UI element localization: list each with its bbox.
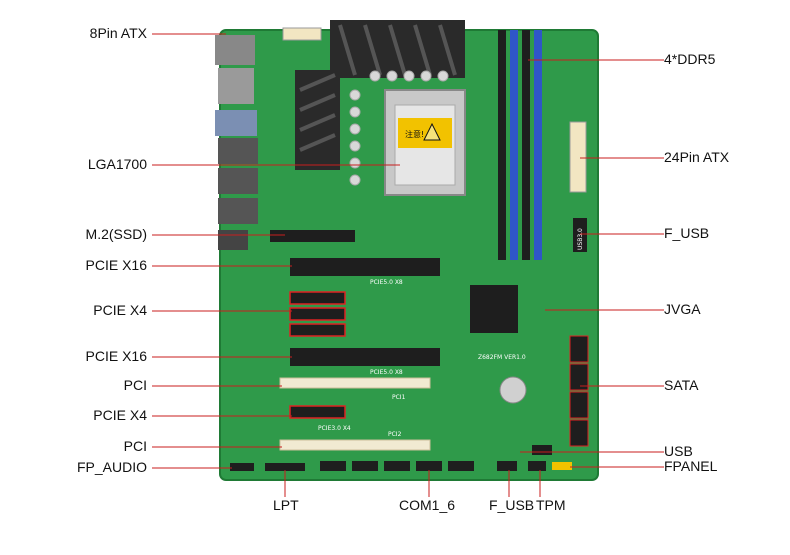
label-tpm: TPM (536, 497, 566, 513)
usb-header-silkscreen: USB3.0 (577, 228, 584, 250)
cmos-battery (499, 376, 527, 404)
label-f-usb-bottom: F_USB (489, 497, 535, 513)
label-fp-audio: FP_AUDIO (76, 459, 147, 475)
m2-slot (270, 230, 355, 242)
label-lpt: LPT (273, 497, 299, 513)
label-sata: SATA (664, 377, 699, 393)
label-lga1700: LGA1700 (87, 156, 147, 172)
slot2-silkscreen: PCIE5.0 X8 (370, 369, 403, 376)
pcie-x16-slot-second: PCIE5.0 X8 Z682FM VER1.0 (290, 348, 526, 376)
label-4-ddr5: 4*DDR5 (664, 51, 716, 67)
label-pcie-x16-top: PCIE X16 (85, 257, 147, 273)
pci-slot-2: PCI2 (279, 431, 431, 451)
board-name-silkscreen: Z682FM VER1.0 (478, 354, 526, 361)
label-m2-ssd: M.2(SSD) (85, 226, 147, 242)
dimm-slots (498, 30, 542, 260)
pcie-x4-slot-mid (289, 291, 346, 337)
pcie-x16-slot-top: PCIE5.0 X8 (290, 258, 440, 286)
motherboard: 注意! USB3.0 PCIE5.0 X8 (215, 20, 599, 481)
pcie-x4-slot-lower: PCIE3.0 X4 (289, 405, 351, 432)
bottom-headers (230, 445, 572, 471)
cpu-socket: 注意! (384, 89, 466, 196)
slot3-silkscreen: PCIE3.0 X4 (318, 425, 351, 432)
24pin-atx-connector (569, 121, 587, 193)
pci-slot-1: PCI1 (279, 377, 431, 401)
slot1-silkscreen: PCIE5.0 X8 (370, 279, 403, 286)
label-com1-6: COM1_6 (399, 497, 456, 513)
label-24pin-atx: 24Pin ATX (664, 149, 730, 165)
label-jvga: JVGA (664, 301, 701, 317)
pci2-silkscreen: PCI2 (388, 431, 402, 438)
chipset-heatsink (470, 285, 518, 333)
label-f-usb-right: F_USB (664, 225, 710, 241)
label-usb: USB (664, 443, 693, 459)
label-pci-1: PCI (123, 377, 147, 393)
cpu-warning-label: 注意! (405, 129, 424, 139)
label-pcie-x4-mid: PCIE X4 (93, 302, 147, 318)
pci1-silkscreen: PCI1 (392, 394, 406, 401)
label-pcie-x16-second: PCIE X16 (85, 348, 147, 364)
label-pcie-x4-lower: PCIE X4 (93, 407, 147, 423)
label-8pin-atx: 8Pin ATX (89, 25, 147, 41)
label-fpanel: FPANEL (664, 458, 718, 474)
label-pci-2: PCI (123, 438, 147, 454)
f-usb-header: USB3.0 (573, 218, 587, 252)
leader-lines (152, 33, 664, 497)
8pin-atx-connector (282, 27, 322, 41)
sata-ports (569, 335, 589, 447)
vrm-heatsink (295, 20, 465, 186)
